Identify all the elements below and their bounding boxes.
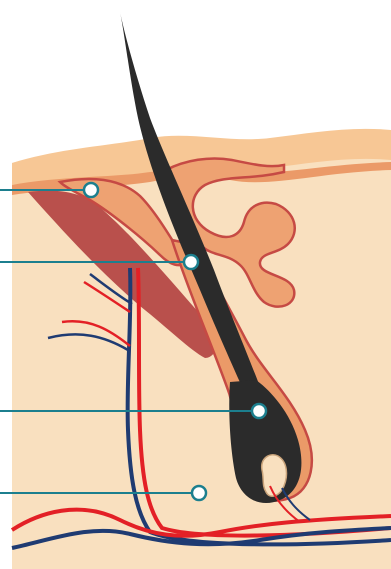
hair-follicle-diagram (0, 0, 391, 569)
